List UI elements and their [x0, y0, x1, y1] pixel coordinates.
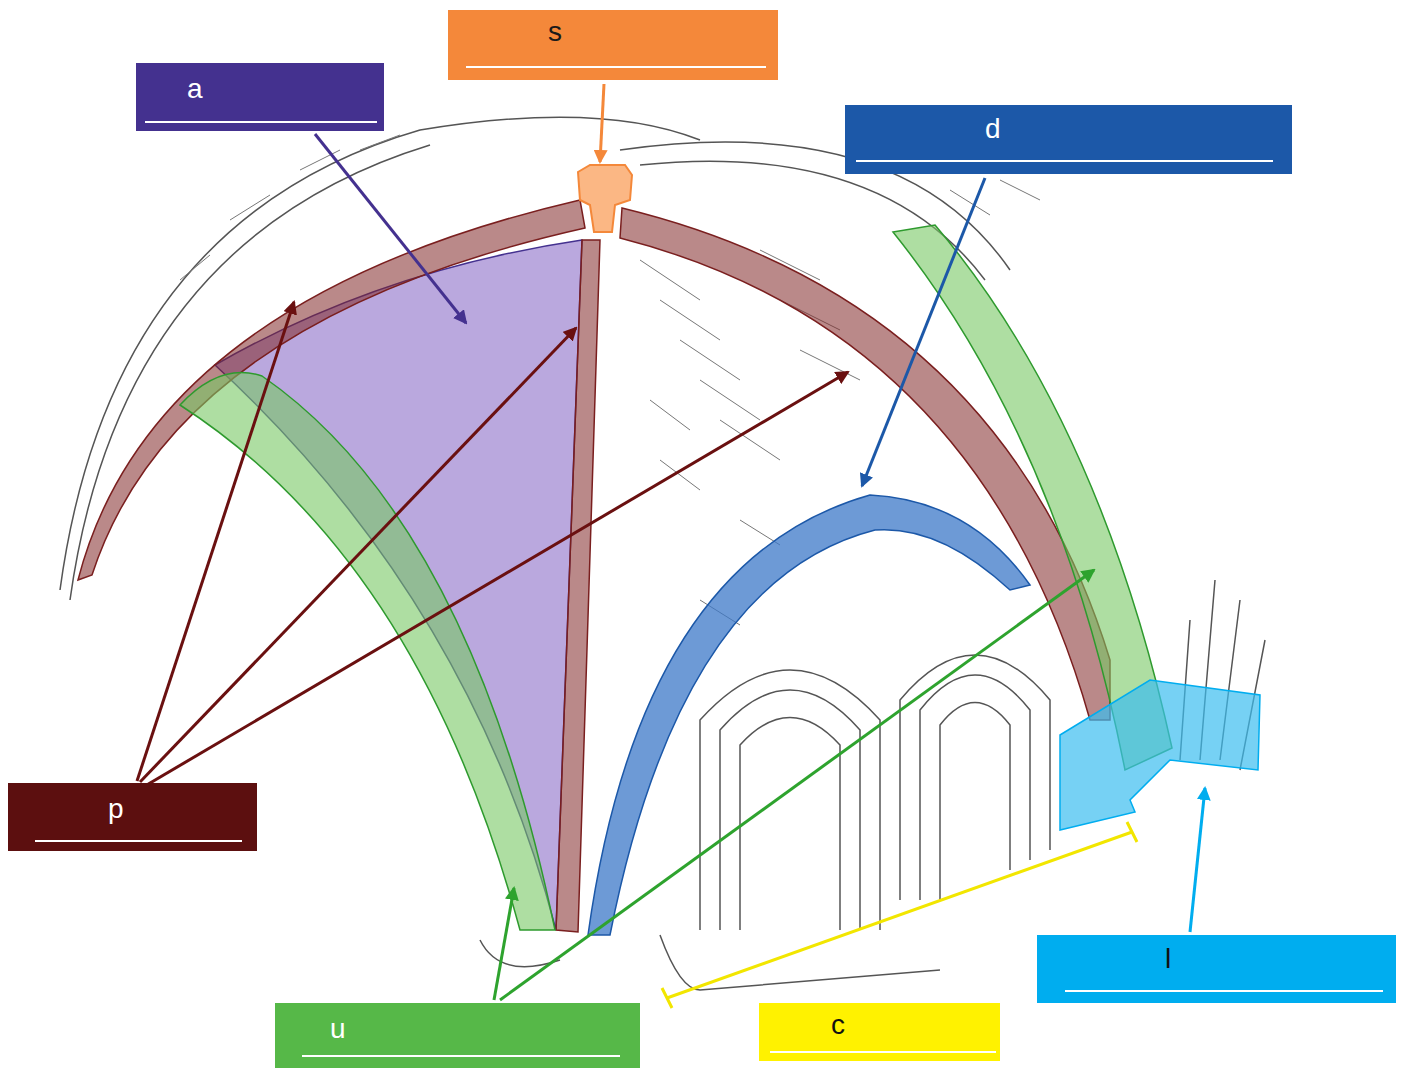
label-box: p — [8, 783, 257, 851]
part-letter: p — [108, 793, 124, 825]
answer-line — [1065, 990, 1383, 992]
part-letter: a — [187, 73, 203, 105]
vault-sketch — [60, 117, 1265, 990]
label-box: l — [1037, 935, 1396, 1003]
label-box: s — [448, 10, 778, 80]
transverse-arch — [588, 495, 1030, 935]
part-letter: l — [1165, 943, 1171, 975]
answer-line — [770, 1051, 996, 1053]
answer-line — [856, 160, 1273, 162]
keystone — [578, 165, 632, 232]
label-box: d — [845, 105, 1292, 174]
part-letter: u — [330, 1013, 346, 1045]
label-box: c — [759, 1003, 1000, 1061]
answer-line — [145, 121, 377, 123]
part-letter: d — [985, 113, 1001, 145]
label-box: a — [136, 63, 384, 131]
label-box: u — [275, 1003, 640, 1068]
leader-lines — [137, 84, 1205, 1000]
answer-line — [302, 1055, 620, 1057]
impost-block — [1060, 680, 1260, 830]
part-letter: c — [831, 1009, 845, 1041]
answer-line — [35, 840, 242, 842]
answer-line — [466, 66, 766, 68]
part-letter: s — [548, 16, 562, 48]
